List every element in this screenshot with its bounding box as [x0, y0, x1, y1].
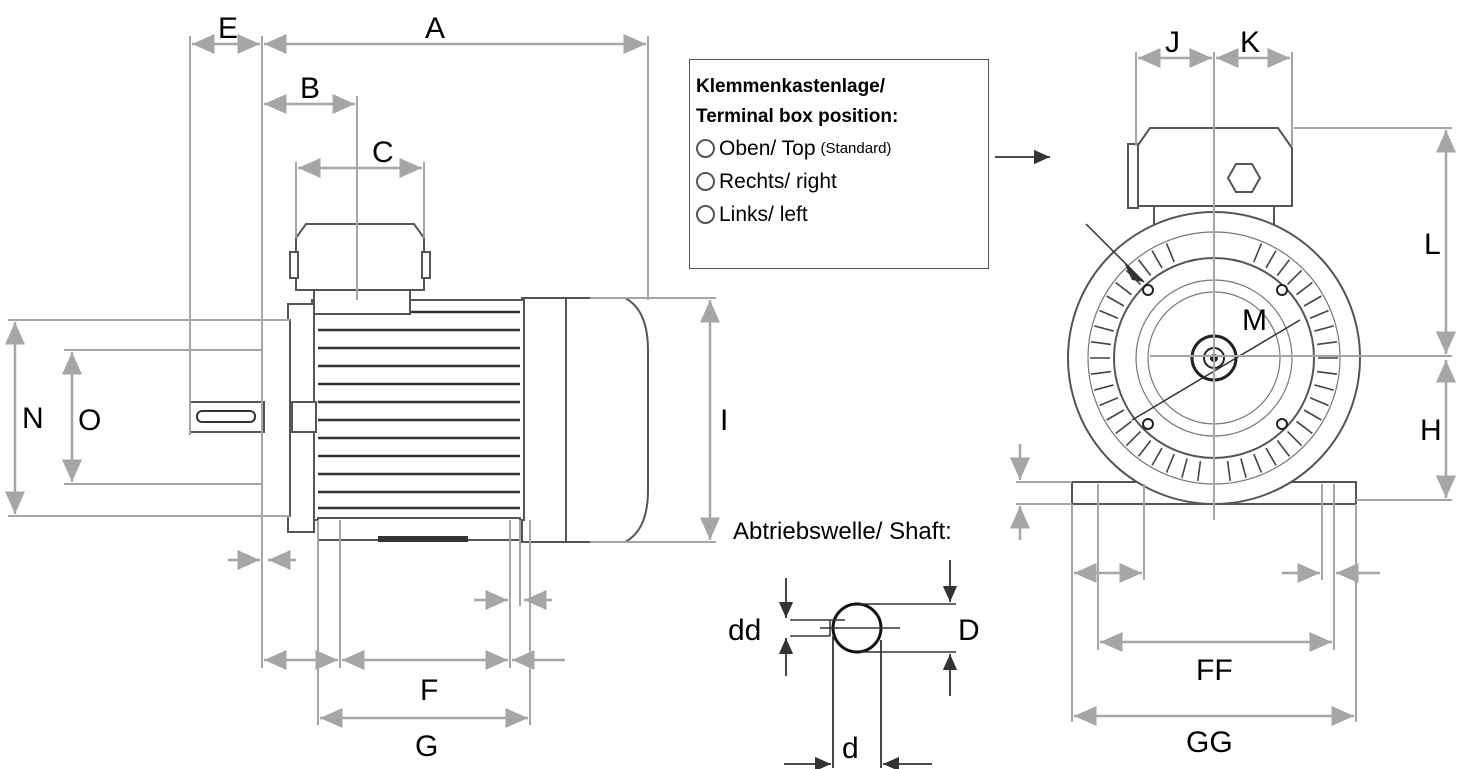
option-top-label: Oben/ Top: [719, 137, 816, 160]
fin: [1115, 281, 1132, 296]
fin: [1099, 309, 1119, 319]
gland-left: [289, 251, 299, 279]
rear-flange: [521, 297, 567, 543]
fin: [1286, 430, 1303, 447]
fin: [1094, 384, 1114, 391]
label-F: F: [420, 674, 438, 707]
label-d: d: [842, 732, 859, 765]
fin: [1314, 384, 1334, 391]
bolt-hole: [1276, 418, 1288, 430]
fin: [1303, 295, 1322, 307]
front-flange: [261, 319, 291, 517]
fin: [1197, 461, 1202, 482]
fin: [1296, 281, 1313, 296]
fin: [1165, 453, 1175, 473]
fin: [1094, 325, 1114, 332]
label-B: B: [300, 72, 320, 105]
radio-left[interactable]: [696, 205, 715, 224]
terminal-box-position-panel: Klemmenkastenlage/ Terminal box position…: [689, 59, 989, 269]
motor-housing: [311, 299, 525, 521]
shaft-collar: [291, 401, 317, 433]
fin: [1090, 341, 1111, 346]
fin: [1286, 269, 1303, 286]
label-H: H: [1420, 414, 1442, 447]
fin: [1303, 409, 1322, 421]
fin: [1253, 453, 1263, 473]
label-L: L: [1424, 228, 1441, 261]
fin: [1106, 409, 1125, 421]
gland-right: [421, 251, 431, 279]
fin: [1265, 447, 1277, 466]
side-shaft: [189, 401, 265, 433]
side-dimensions: [5, 34, 720, 728]
label-E: E: [218, 12, 238, 45]
fin: [1125, 430, 1142, 447]
label-O: O: [78, 404, 101, 437]
fin: [1165, 243, 1175, 263]
radio-top[interactable]: [696, 139, 715, 158]
fin: [1276, 440, 1291, 457]
shaft-title: Abtriebswelle/ Shaft:: [733, 518, 952, 545]
fin: [1309, 309, 1329, 319]
label-M: M: [1242, 304, 1267, 337]
option-right-label: Rechts/ right: [719, 170, 837, 193]
fan-cover: [564, 297, 649, 543]
terminal-box-title-en: Terminal box position:: [696, 106, 899, 127]
fin: [1151, 250, 1163, 269]
bolt-hole: [1276, 284, 1288, 296]
cable-gland-nut: [1226, 163, 1262, 193]
terminal-box-base: [313, 289, 411, 315]
option-left-label: Links/ left: [719, 203, 808, 226]
label-I: I: [720, 404, 728, 437]
shaft-key: [196, 410, 256, 423]
fin: [1137, 259, 1152, 276]
side-terminal-box: [295, 223, 425, 291]
fin: [1253, 243, 1263, 263]
label-A: A: [425, 12, 445, 45]
fin: [1099, 397, 1119, 407]
bolt-hole: [1142, 418, 1154, 430]
label-FF: FF: [1196, 654, 1233, 687]
fin: [1309, 397, 1329, 407]
radial-fins: [1090, 243, 1338, 482]
fin: [1276, 259, 1291, 276]
front-dimensions: [1010, 48, 1456, 726]
fin: [1090, 370, 1111, 375]
label-K: K: [1240, 26, 1260, 59]
label-J: J: [1165, 26, 1180, 59]
bolt-hole: [1142, 284, 1154, 296]
fin: [1296, 420, 1313, 435]
shaft-detail: [778, 560, 958, 769]
foot-slot: [378, 536, 468, 542]
fin: [1151, 447, 1163, 466]
fin: [1314, 325, 1334, 332]
fin: [1265, 250, 1277, 269]
fin: [1181, 458, 1188, 478]
label-C: C: [372, 136, 394, 169]
label-dd: dd: [728, 614, 761, 647]
fin: [1115, 420, 1132, 435]
terminal-box-title-de: Klemmenkastenlage/: [696, 76, 886, 97]
fin: [1226, 461, 1231, 482]
fin: [1240, 458, 1247, 478]
pcd-line: [1131, 319, 1301, 421]
option-left[interactable]: Links/ left: [696, 198, 982, 231]
side-view: [189, 223, 649, 543]
label-D: D: [958, 614, 980, 647]
cooling-fins: [318, 310, 520, 510]
front-gland: [1127, 143, 1139, 209]
fin: [1317, 341, 1338, 346]
fin: [1106, 295, 1125, 307]
label-G: G: [415, 730, 438, 763]
label-GG: GG: [1186, 726, 1233, 759]
fin: [1317, 370, 1338, 375]
label-N: N: [22, 402, 44, 435]
option-top-note: (Standard): [820, 140, 892, 157]
radio-right[interactable]: [696, 172, 715, 191]
fin: [1137, 440, 1152, 457]
option-top[interactable]: Oben/ Top (Standard): [696, 132, 982, 165]
option-right[interactable]: Rechts/ right: [696, 165, 982, 198]
